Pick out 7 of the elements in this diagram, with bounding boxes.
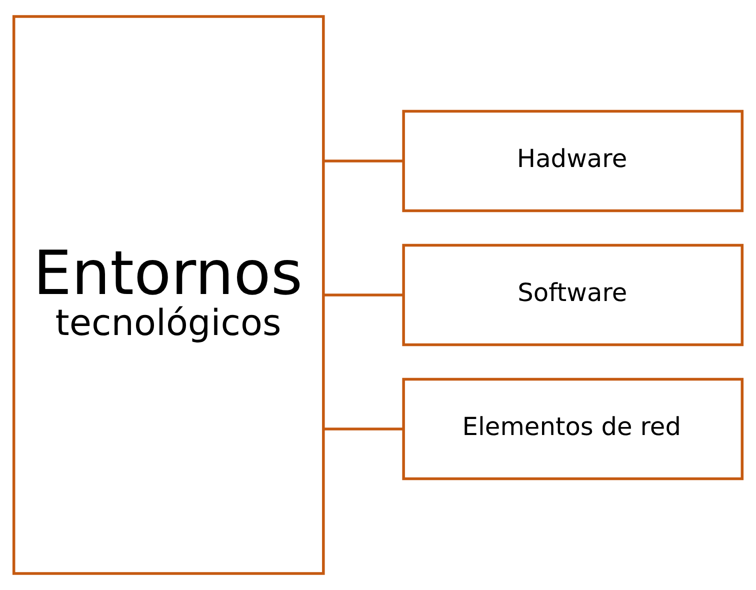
node-box: Entornos tecnológicos [12,15,325,575]
connector [324,428,404,430]
node-box: Elementos de red [402,378,744,480]
connector [324,294,404,296]
node-box: Software [402,244,744,346]
node-box: Hadware [402,110,744,212]
connector [324,160,404,162]
